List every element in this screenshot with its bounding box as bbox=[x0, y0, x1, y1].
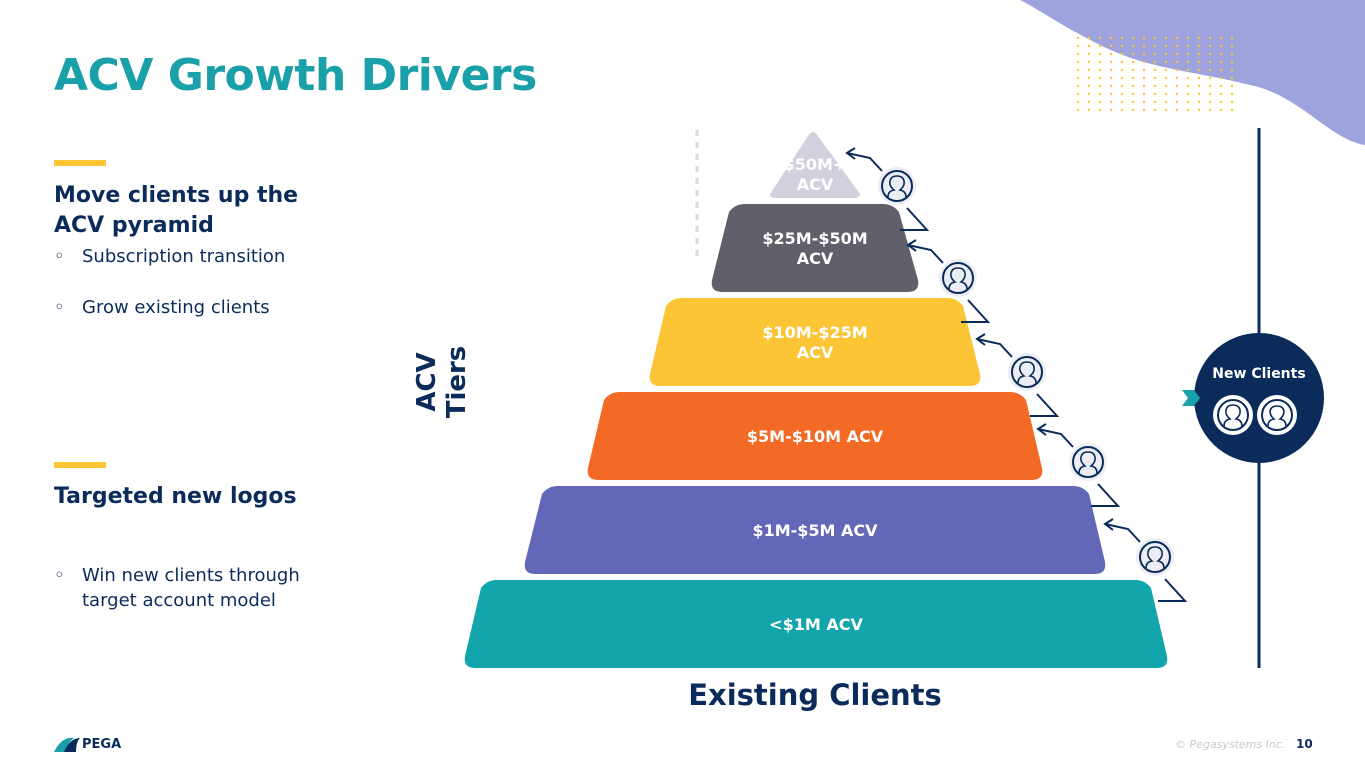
new-clients-label: New Clients bbox=[1212, 366, 1306, 382]
tier-4: $1M-$5M ACV bbox=[524, 486, 1106, 574]
tier-label: $10M-$25M bbox=[762, 323, 867, 342]
existing-clients-label: Existing Clients bbox=[688, 678, 942, 712]
tier-label: <$1M ACV bbox=[769, 615, 863, 634]
section-heading: Targeted new logos bbox=[54, 484, 297, 509]
bullet: Subscription transition bbox=[54, 244, 354, 269]
bullet: Win new clients through target account m… bbox=[54, 563, 344, 613]
accent-bar bbox=[54, 462, 106, 468]
person-icon bbox=[1136, 538, 1174, 576]
path-line bbox=[1030, 393, 1060, 417]
section-heading: Move clients up the ACV pyramid bbox=[54, 183, 299, 238]
pyramid: $50M+ACV$25M-$50MACV$10M-$25MACV$5M-$10M… bbox=[464, 132, 1168, 668]
tier-shape bbox=[649, 298, 981, 386]
path-line bbox=[1091, 483, 1121, 507]
tier-shape bbox=[464, 580, 1168, 668]
tier-label: ACV bbox=[797, 249, 834, 268]
tier-shape bbox=[587, 392, 1043, 480]
arrow-icon bbox=[906, 239, 944, 264]
path-line bbox=[961, 299, 991, 323]
tier-0: $50M+ACV bbox=[770, 132, 860, 198]
new-client-icons bbox=[1213, 395, 1297, 435]
tier-label: ACV bbox=[797, 343, 834, 362]
accent-bar bbox=[54, 160, 106, 166]
tier-label: $5M-$10M ACV bbox=[747, 427, 884, 446]
tier-shape bbox=[770, 132, 860, 198]
new-clients-circle bbox=[1194, 333, 1324, 463]
page-number: 10 bbox=[1296, 737, 1313, 751]
tier-shape bbox=[711, 204, 919, 292]
bullet: Grow existing clients bbox=[54, 295, 354, 320]
arrow-icon bbox=[975, 333, 1013, 358]
chevron-icon bbox=[1182, 390, 1200, 406]
tier-label: $1M-$5M ACV bbox=[752, 521, 878, 540]
arrow-icon bbox=[845, 147, 883, 172]
pega-logo: PEGA bbox=[82, 737, 122, 752]
axis-label: ACV Tiers bbox=[412, 345, 472, 419]
person-icon bbox=[1069, 443, 1107, 481]
dot-grid bbox=[1076, 36, 1234, 112]
path-line bbox=[1158, 578, 1188, 602]
person-icon bbox=[939, 259, 977, 297]
arrow-icon bbox=[1103, 518, 1141, 543]
tier-label: $25M-$50M bbox=[762, 229, 867, 248]
tier-label: ACV bbox=[797, 175, 834, 194]
tier-5: <$1M ACV bbox=[464, 580, 1168, 668]
person-icon bbox=[1008, 353, 1046, 391]
page-title: ACV Growth Drivers bbox=[54, 50, 537, 101]
path-line bbox=[900, 207, 930, 231]
purple-blob bbox=[1020, 0, 1365, 145]
arrow-icon bbox=[1036, 423, 1074, 448]
person-icon bbox=[878, 167, 916, 205]
copyright: © Pegasystems Inc. bbox=[1175, 738, 1286, 751]
tier-3: $5M-$10M ACV bbox=[587, 392, 1043, 480]
tier-shape bbox=[524, 486, 1106, 574]
client-path bbox=[845, 147, 1188, 602]
tier-label: $50M+ bbox=[784, 155, 847, 174]
pega-logo-icon bbox=[54, 737, 80, 752]
